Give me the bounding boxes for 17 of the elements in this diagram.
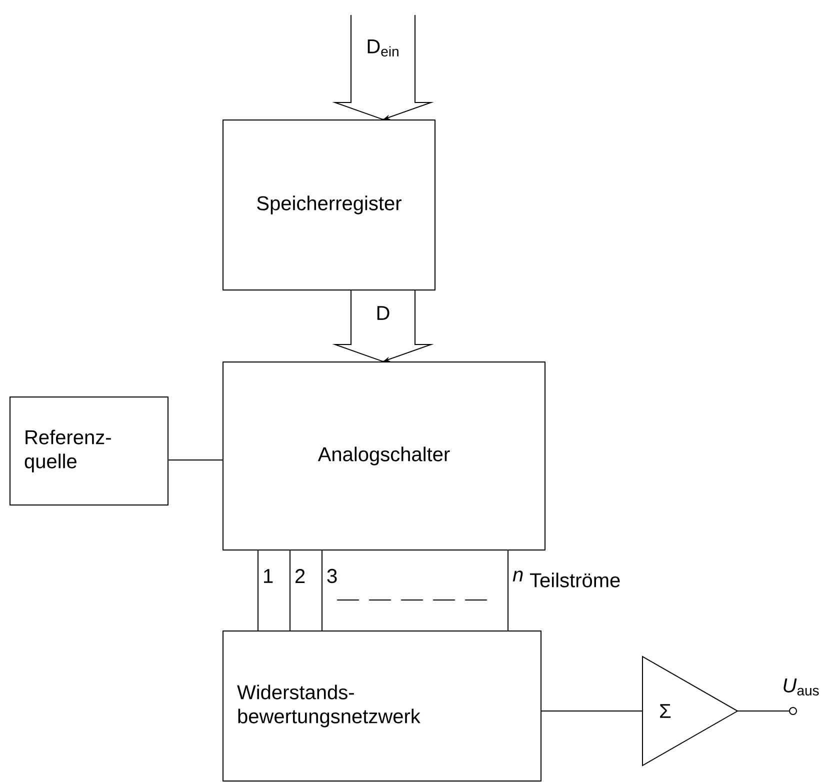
line-label: 2 bbox=[294, 568, 307, 584]
currents-label: Teilströme bbox=[530, 572, 620, 588]
switch-box: Analogschalter bbox=[222, 362, 546, 550]
output-label: U$_{aus}$ bbox=[784, 678, 819, 696]
network-box: Widerstands- bewertungsnetzwerk bbox=[222, 630, 542, 782]
register-box: Speicherregister bbox=[222, 120, 436, 290]
line bbox=[541, 710, 643, 712]
line-label: n bbox=[512, 570, 525, 582]
bus-arrow bbox=[332, 14, 434, 120]
line-label: 3 bbox=[326, 568, 339, 584]
bus-arrow bbox=[332, 290, 434, 362]
bus-label: D bbox=[374, 305, 392, 321]
bus-label: D$_{ein}$ bbox=[365, 38, 401, 58]
line bbox=[737, 710, 790, 712]
output-terminal bbox=[789, 707, 797, 715]
line-label: 1 bbox=[262, 568, 275, 584]
source-box: Referenz- quelle bbox=[10, 396, 168, 506]
